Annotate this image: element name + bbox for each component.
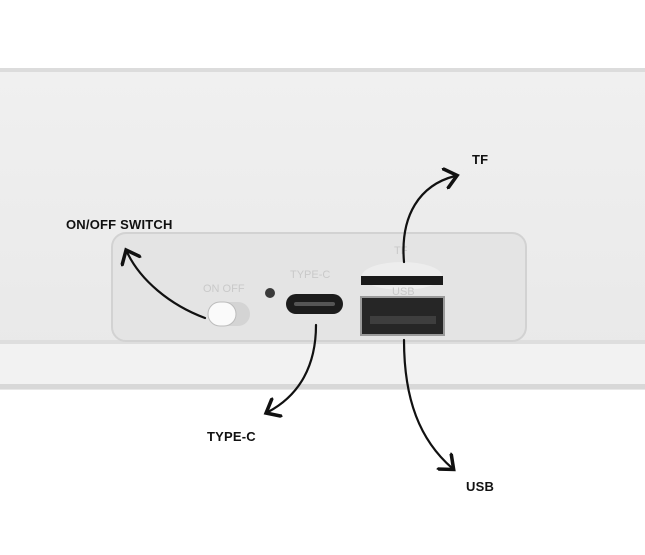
type-c-port[interactable] bbox=[286, 294, 343, 314]
power-switch[interactable] bbox=[207, 301, 250, 327]
arrow-usb bbox=[402, 338, 452, 468]
port-panel bbox=[111, 232, 527, 342]
switch-print: ON OFF bbox=[203, 283, 245, 295]
usb-port[interactable] bbox=[360, 296, 445, 336]
callout-tf: TF bbox=[472, 152, 489, 167]
arrow-switch bbox=[127, 252, 207, 320]
arrow-type-c bbox=[268, 323, 318, 412]
type-c-print: TYPE-C bbox=[290, 269, 330, 281]
usb-print: USB bbox=[392, 286, 415, 298]
arrow-tf bbox=[402, 176, 455, 264]
callout-usb: USB bbox=[466, 479, 495, 494]
led-indicator bbox=[265, 288, 275, 298]
callout-type-c: TYPE-C bbox=[207, 429, 256, 444]
callout-switch: ON/OFF SWITCH bbox=[66, 217, 173, 232]
tf-print: TF bbox=[394, 245, 408, 257]
tf-card-slot[interactable] bbox=[361, 262, 443, 290]
